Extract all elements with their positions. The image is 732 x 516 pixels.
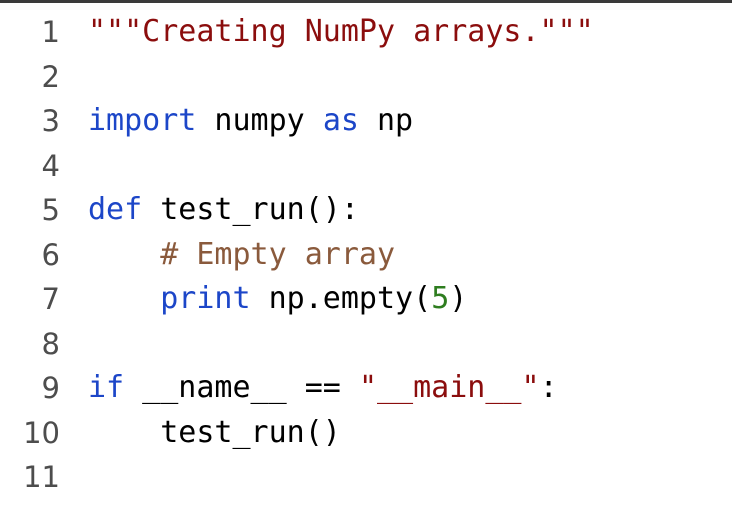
code-line[interactable]: 3 import numpy as np xyxy=(0,99,732,144)
code-text[interactable]: import numpy as np xyxy=(88,99,413,144)
code-token-str: """Creating NumPy arrays.""" xyxy=(88,14,594,49)
line-number: 11 xyxy=(23,460,60,494)
code-text[interactable]: test_run() xyxy=(88,411,341,456)
code-token-plain: : xyxy=(539,370,558,405)
code-token-kw: import xyxy=(88,103,197,138)
code-text[interactable]: """Creating NumPy arrays.""" xyxy=(88,10,594,55)
code-token-plain: __name__ == xyxy=(124,370,359,405)
code-line[interactable]: 8 xyxy=(0,322,732,367)
code-token-plain: np.empty( xyxy=(250,281,432,316)
code-token-plain: test_run(): xyxy=(142,192,359,227)
code-line[interactable]: 5 def test_run(): xyxy=(0,188,732,233)
code-token-plain: numpy xyxy=(196,103,323,138)
code-line[interactable]: 1 """Creating NumPy arrays.""" xyxy=(0,10,732,55)
code-token-plain xyxy=(88,281,160,316)
line-number: 2 xyxy=(41,59,60,94)
code-token-plain xyxy=(88,237,160,272)
line-number: 3 xyxy=(41,104,60,138)
code-token-kw: print xyxy=(160,281,251,316)
code-line[interactable]: 10 test_run() xyxy=(0,411,732,456)
code-token-kw: as xyxy=(322,103,359,138)
code-text[interactable]: if __name__ == "__main__": xyxy=(88,366,558,411)
window-top-border xyxy=(0,0,732,3)
code-token-num: 5 xyxy=(431,281,450,316)
line-number: 1 xyxy=(41,15,60,49)
code-line[interactable]: 7 print np.empty(5) xyxy=(0,277,732,322)
code-line[interactable]: 6 # Empty array xyxy=(0,233,732,278)
code-token-plain: np xyxy=(358,103,414,138)
code-editor[interactable]: 1 """Creating NumPy arrays.""" 2 3 import nu… xyxy=(0,10,732,510)
line-number: 10 xyxy=(23,415,60,450)
code-token-plain: ) xyxy=(449,281,468,316)
line-number: 4 xyxy=(41,148,60,183)
code-token-str: "__main__" xyxy=(358,370,540,405)
code-token-com: # Empty array xyxy=(160,236,396,272)
line-number: 7 xyxy=(41,282,60,316)
code-text[interactable]: print np.empty(5) xyxy=(88,277,467,322)
code-token-kw: def xyxy=(88,192,143,227)
line-number: 9 xyxy=(41,371,60,405)
code-token-plain: test_run() xyxy=(88,414,341,450)
code-line[interactable]: 11 xyxy=(0,455,732,500)
code-line[interactable]: 2 xyxy=(0,55,732,100)
line-number: 5 xyxy=(41,193,60,227)
code-token-kw: if xyxy=(88,370,125,405)
line-number: 6 xyxy=(41,237,60,272)
code-line[interactable]: 4 xyxy=(0,144,732,189)
code-text[interactable]: def test_run(): xyxy=(88,188,359,233)
code-line[interactable]: 9 if __name__ == "__main__": xyxy=(0,366,732,411)
line-number: 8 xyxy=(41,326,60,361)
code-text[interactable]: # Empty array xyxy=(88,233,395,278)
